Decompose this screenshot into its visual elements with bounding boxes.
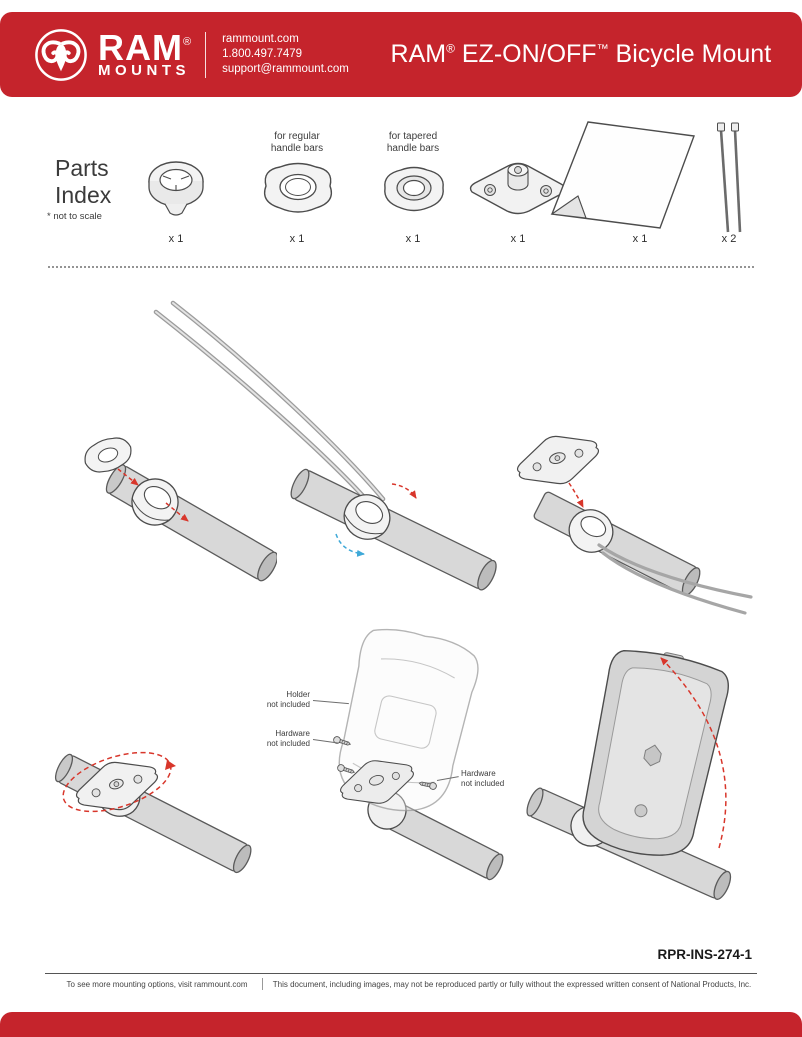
hardware-screw	[418, 781, 437, 790]
contact-phone: 1.800.497.7479	[222, 48, 303, 60]
part-qty: x 1	[632, 233, 648, 245]
part-label-line: handle bars	[270, 142, 324, 154]
label-holder-not-included: Holder not included	[246, 690, 310, 709]
part-label-line: for tapered	[388, 131, 438, 142]
footer-divider	[262, 978, 263, 990]
clamp-base	[568, 509, 614, 553]
wrap-direction-arrow-blue	[335, 533, 365, 557]
footer-mounting-options-text: To see more mounting options, visit ramm…	[66, 980, 248, 989]
figure-rotate-diamond-base	[54, 751, 252, 874]
mount-direction-arrow	[660, 657, 727, 849]
install-direction-arrow	[117, 468, 139, 486]
zip-ties	[153, 300, 386, 509]
part-label-regular-handlebars: for regular handle bars	[257, 131, 337, 154]
parts-heading-line2: Index	[55, 182, 112, 208]
part-label-line: handle bars	[386, 142, 440, 154]
label-line: Hardware	[461, 769, 496, 778]
brand-subname: MOUNTS	[98, 61, 190, 79]
handlebar-tube	[290, 468, 497, 591]
dotted-separator	[48, 266, 754, 268]
ram-mounts-logo: RAM® MOUNTS	[0, 28, 191, 82]
adapter-plate	[84, 437, 132, 473]
contact-info: rammount.com 1.800.497.7479 support@ramm…	[222, 32, 349, 77]
attach-direction-arrow	[568, 482, 584, 508]
footer-legal-text: This document, including images, may not…	[272, 980, 752, 989]
handlebar-tube	[533, 491, 701, 596]
figure-completed-assembly	[526, 649, 732, 900]
header: RAM® MOUNTS rammount.com 1.800.497.7479 …	[0, 12, 802, 97]
brand-name: RAM	[98, 26, 183, 68]
hardware-screw	[333, 736, 351, 746]
ram-head-icon	[35, 28, 87, 81]
part-zip-ties	[717, 122, 742, 233]
part-qty: x 1	[405, 233, 421, 245]
part-qty: x 1	[168, 233, 184, 245]
label-line: not included	[461, 778, 505, 788]
footer-rule	[45, 973, 757, 974]
label-line: not included	[266, 699, 310, 709]
title-reg-mark: ®	[446, 41, 455, 56]
figure-thread-zip-ties	[153, 300, 497, 591]
label-line: Holder	[286, 690, 310, 699]
tighten-direction-arrow-red	[391, 483, 417, 499]
diamond-plate	[516, 435, 600, 485]
hardware-screw	[337, 764, 355, 774]
diamond-plate	[340, 760, 414, 804]
part-diamond-base-adapter	[469, 162, 566, 215]
parts-index-heading: Parts Index	[55, 155, 111, 209]
title-tm-mark: ™	[596, 41, 609, 56]
parts-heading-line1: Parts	[55, 155, 109, 181]
part-regular-handlebar-adapter	[263, 162, 333, 213]
label-line: Hardware	[275, 729, 310, 738]
part-ez-on-off-clamp-base	[148, 161, 204, 216]
part-adhesive-sheet	[550, 121, 695, 229]
label-hardware-not-included-1: Hardware not included	[246, 729, 310, 748]
title-brand: RAM	[390, 40, 447, 68]
title-product: EZ-ON/OFF	[454, 40, 597, 68]
part-qty: x 2	[721, 233, 737, 245]
brand-text: RAM® MOUNTS	[98, 29, 192, 79]
zip-tie-ends	[597, 543, 753, 615]
figure-attach-base-to-handlebar	[84, 437, 277, 582]
label-line: not included	[266, 738, 310, 748]
document-code: RPR-INS-274-1	[657, 947, 752, 962]
phone-holder	[582, 649, 730, 856]
title-suffix: Bicycle Mount	[608, 40, 772, 68]
figure-attach-diamond-plate	[516, 435, 753, 615]
diamond-plate	[75, 761, 159, 811]
clamp-base	[343, 494, 391, 540]
part-label-tapered-handlebars: for tapered handle bars	[373, 131, 453, 154]
part-qty: x 1	[289, 233, 305, 245]
contact-email: support@rammount.com	[222, 63, 349, 75]
label-hardware-not-included-2: Hardware not included	[461, 769, 531, 788]
slide-direction-arrow	[165, 502, 189, 522]
brand-reg-mark: ®	[182, 35, 192, 48]
part-tapered-handlebar-adapter	[384, 166, 444, 212]
part-qty: x 1	[510, 233, 526, 245]
part-label-line: for regular	[274, 131, 320, 142]
bottom-red-band	[0, 1012, 802, 1037]
rotation-arrowhead	[165, 760, 176, 770]
header-divider	[205, 31, 207, 78]
not-to-scale-note: * not to scale	[47, 211, 102, 222]
clamp-base	[131, 478, 179, 526]
contact-website: rammount.com	[222, 33, 299, 45]
figure-attach-holder-hardware	[333, 628, 504, 881]
document-title: RAM® EZ-ON/OFF™ Bicycle Mount	[349, 11, 802, 98]
